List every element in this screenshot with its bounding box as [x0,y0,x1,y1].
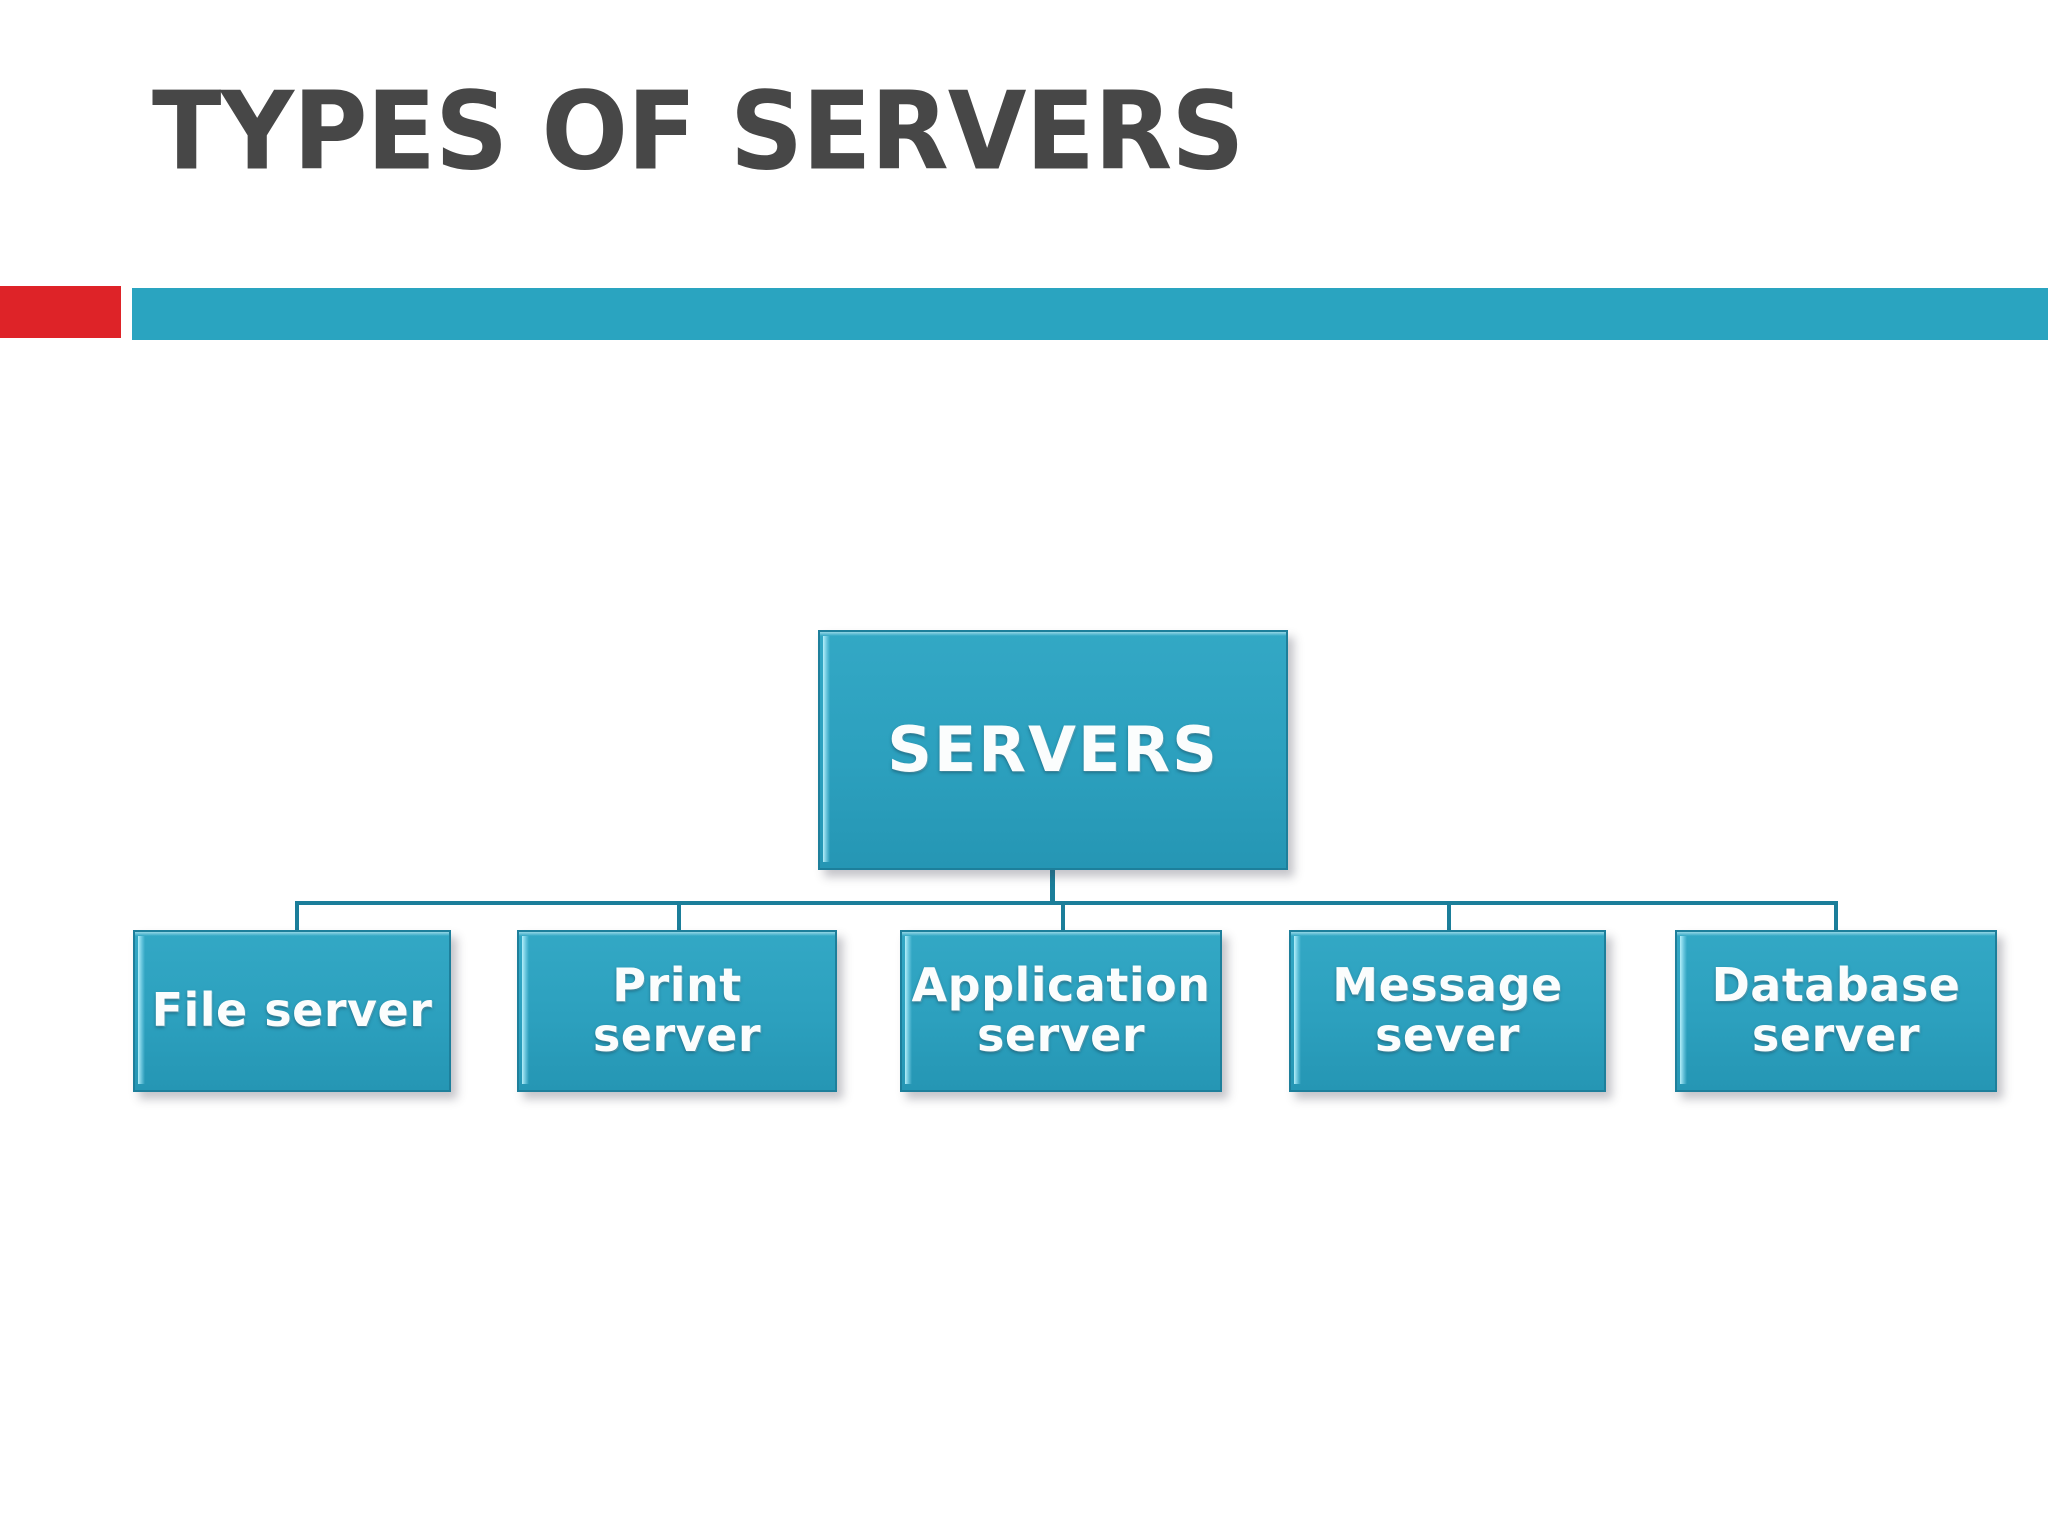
divider-accent-block [0,286,121,338]
node-file-server[interactable]: File server [133,930,451,1092]
node-message-sever-label: Message sever [1322,958,1572,1062]
connector-drop-file-server [295,901,299,932]
node-print-server[interactable]: Print server [517,930,837,1092]
node-print-server-label: Print server [592,958,762,1062]
node-servers-label: SERVERS [887,712,1219,786]
node-servers[interactable]: SERVERS [818,630,1288,870]
node-database-server-label: Database server [1702,958,1971,1062]
connector-drop-message-sever [1447,901,1451,932]
connector-drop-database-server [1834,901,1838,932]
node-application-server-line1: Application [911,958,1211,1013]
node-application-server-line2: server [976,1008,1146,1062]
node-file-server-label: File server [151,983,433,1038]
node-message-sever-line1: Message [1332,958,1563,1013]
divider-bar [132,288,2048,340]
connector-drop-application-server [1061,901,1065,932]
node-application-server-label: Application server [902,958,1220,1062]
node-database-server-line1: Database [1711,958,1961,1013]
node-database-server-line2: server [1751,1008,1921,1062]
node-message-sever[interactable]: Message sever [1289,930,1606,1092]
connector-horizontal-bus [295,901,1838,905]
connector-root-stem [1050,870,1055,905]
connector-drop-print-server [677,901,681,932]
node-application-server[interactable]: Application server [900,930,1222,1092]
node-database-server[interactable]: Database server [1675,930,1997,1092]
page-title: TYPES OF SERVERS [152,69,1245,195]
node-message-sever-line2: sever [1375,1008,1520,1062]
